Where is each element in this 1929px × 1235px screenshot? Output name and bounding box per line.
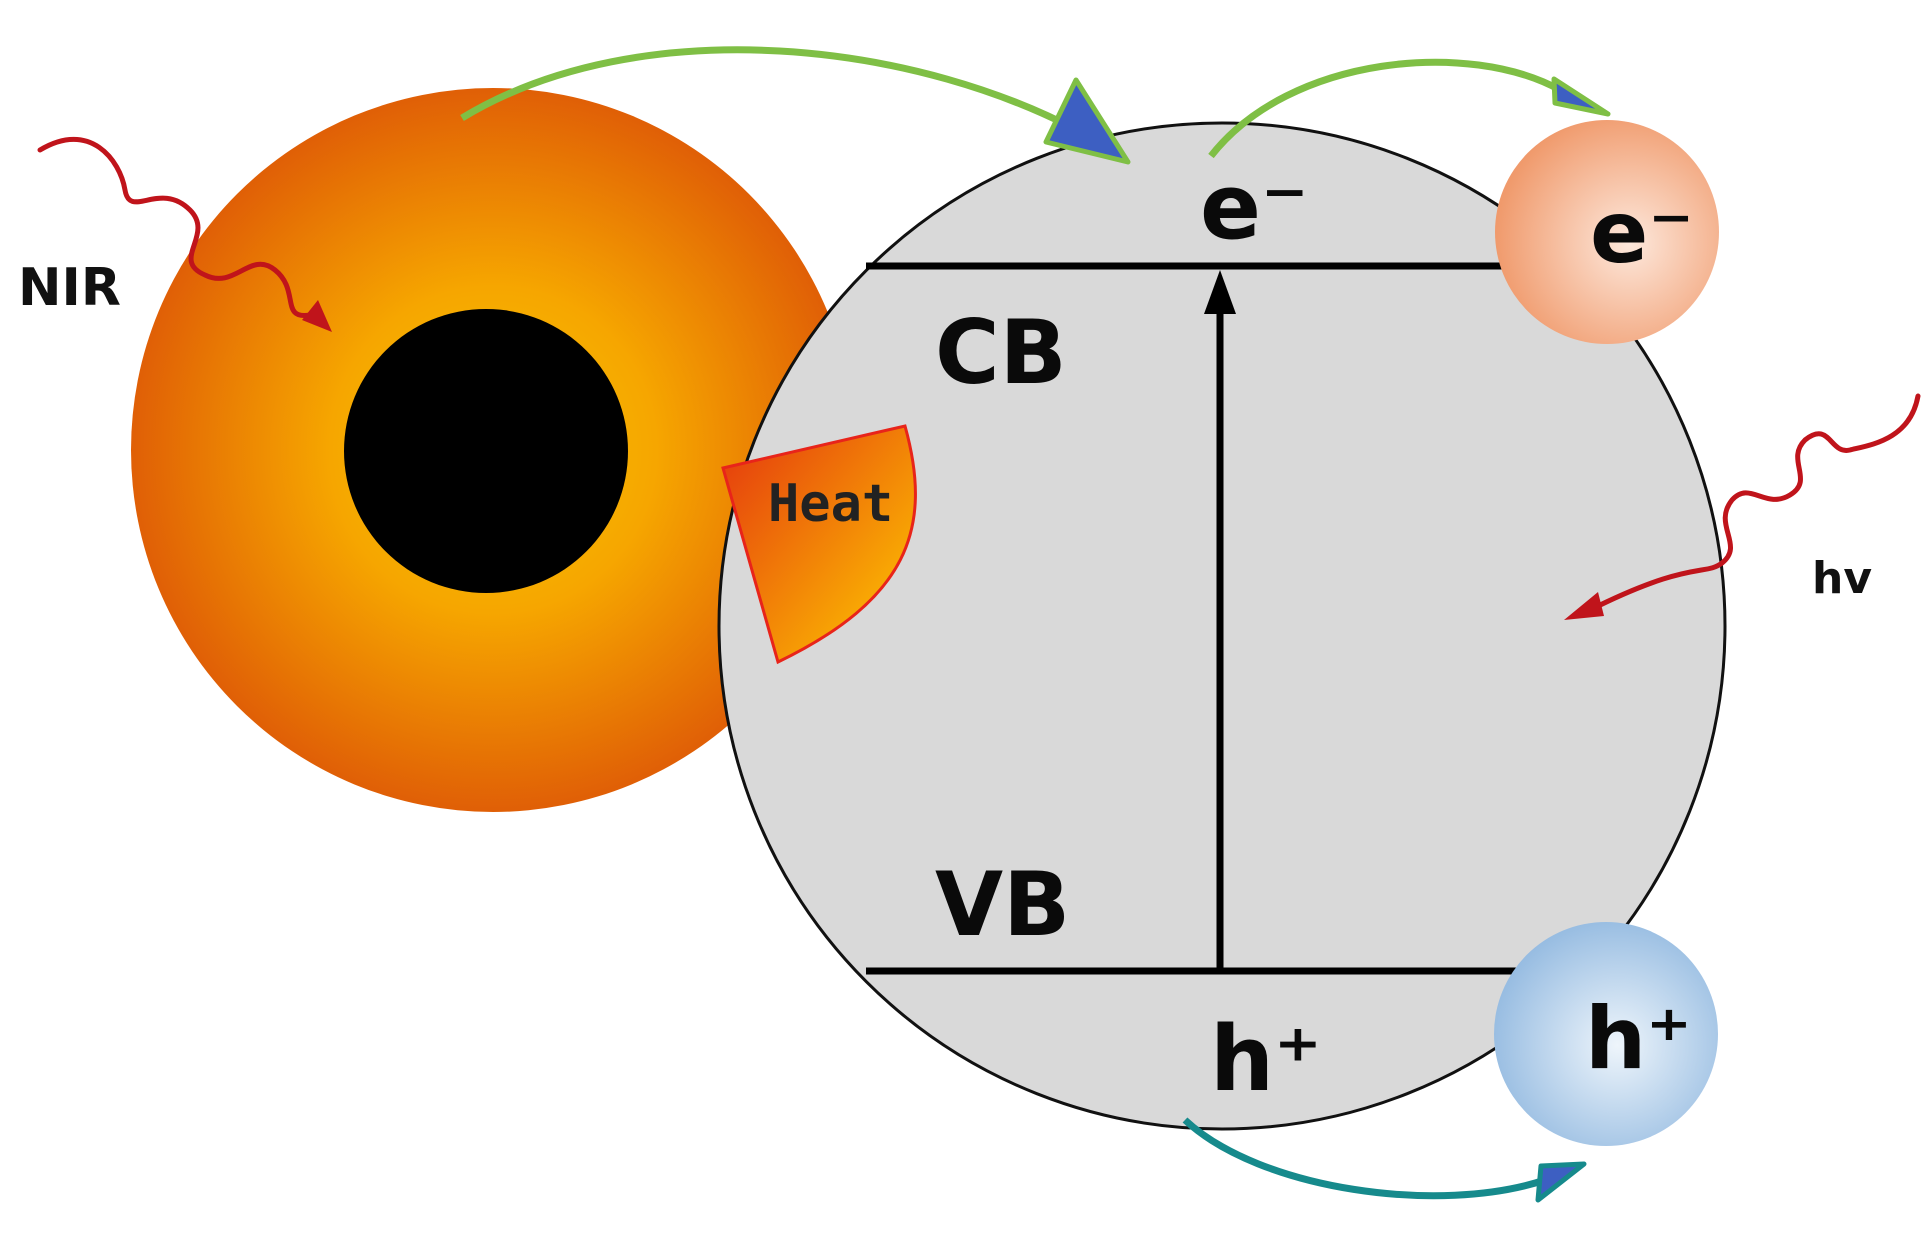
hv-label: hv	[1812, 553, 1872, 604]
electron-label: e⁻	[1200, 155, 1309, 260]
acceptor-hole-label: h⁺	[1585, 989, 1692, 1089]
wavy-arrow-icon	[37, 136, 332, 332]
nir-label: NIR	[18, 258, 121, 318]
conduction-band-label: CB	[935, 301, 1067, 404]
wavy-arrow-icon	[1564, 393, 1921, 620]
energy-transfer-arrow	[460, 46, 1131, 165]
hole-transfer-arrow	[1182, 1117, 1587, 1203]
heat-wedge	[721, 424, 917, 665]
particle-core	[344, 309, 628, 593]
acceptor-electron-label: e⁻	[1590, 183, 1694, 283]
valence-band-label: VB	[935, 853, 1070, 956]
hole-acceptor-sphere	[1494, 922, 1718, 1146]
electron-acceptor-sphere	[1495, 120, 1719, 344]
hole-label: h⁺	[1210, 1007, 1322, 1112]
arrow-up-icon	[1204, 270, 1236, 971]
heat-label: Heat	[768, 474, 893, 534]
electron-transfer-arrow	[1208, 58, 1611, 159]
